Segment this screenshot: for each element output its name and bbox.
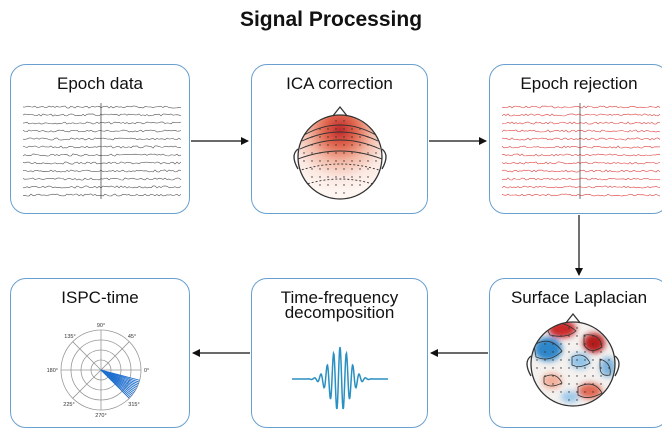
epoch-data-label: Epoch data	[56, 74, 143, 93]
time-frequency-label-line1: Time-frequency	[280, 288, 399, 307]
ispc-polar-plot: 0° 45° 90° 135° 180° 225° 270° 315°	[47, 323, 150, 419]
epoch-data-box: Epoch data	[10, 64, 190, 214]
polar-label-0: 0°	[144, 368, 149, 374]
rejected-epoch-traces-graphic	[501, 103, 661, 199]
surface-laplacian-box: Surface Laplacian	[489, 278, 662, 428]
ica-correction-box: ICA correction	[251, 64, 428, 214]
surface-laplacian-label: Surface Laplacian	[510, 288, 648, 307]
ispc-time-box: ISPC-time 0° 45° 90° 135° 180° 225° 270°…	[10, 278, 190, 428]
polar-label-225: 225°	[63, 402, 74, 408]
polar-label-90: 90°	[97, 323, 105, 329]
ica-correction-label: ICA correction	[286, 74, 393, 93]
epoch-rejection-label: Epoch rejection	[520, 74, 638, 93]
polar-label-270: 270°	[95, 413, 106, 419]
ispc-time-label: ISPC-time	[61, 288, 139, 307]
morlet-wavelet-graphic	[292, 346, 388, 410]
epoch-traces-graphic	[22, 103, 182, 199]
laplacian-topomap-head-icon	[526, 312, 620, 407]
polar-label-315: 315°	[128, 402, 139, 408]
diagram-title: Signal Processing	[239, 8, 423, 31]
time-frequency-label-line2: decomposition	[284, 303, 395, 322]
polar-label-135: 135°	[64, 334, 75, 340]
time-frequency-box: Time-frequency decomposition	[251, 278, 428, 428]
polar-label-45: 45°	[128, 334, 136, 340]
polar-label-180: 180°	[47, 368, 58, 374]
epoch-rejection-box: Epoch rejection	[489, 64, 662, 214]
ica-topomap-head-icon	[293, 105, 387, 200]
